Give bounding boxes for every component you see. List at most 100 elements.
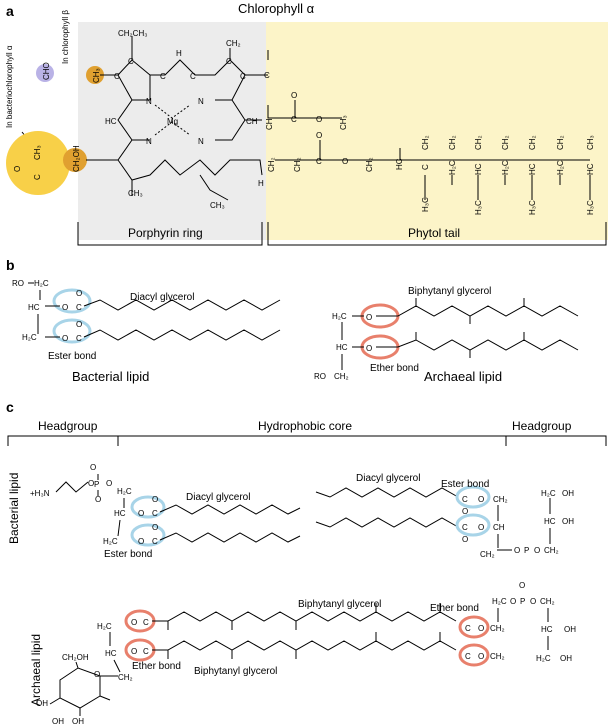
c-biphytanyl-label-2: Biphytanyl glycerol (194, 666, 277, 677)
phytol-ch2-6: CH₂ (474, 135, 483, 150)
phytol-h2c-3: H₂C (556, 160, 565, 175)
c-h2c-3: H₂C (541, 489, 556, 498)
ring-h-1: H (176, 49, 182, 58)
bacteriochlorophyll-label: In bacteriochlorophyll α (5, 45, 14, 128)
c-arch-o-2: O (131, 647, 137, 656)
c-ch2-3: CH₂ (544, 546, 559, 555)
ring-ch3-2: CH₃ (210, 201, 225, 210)
porphyrin-label: Porphyrin ring (128, 226, 203, 240)
ring-n-1: N (146, 97, 152, 106)
c-sugar-oh-3: OH (52, 717, 64, 726)
b-o-1b: O (76, 289, 82, 298)
c-arch-p: P (520, 597, 525, 606)
ring-h-2: H (258, 179, 264, 188)
c-c-3: C (462, 495, 468, 504)
phytol-ch2-5: CH₂ (448, 135, 457, 150)
c-arch-h2c-p: H₂C (492, 597, 507, 606)
b-arch-hc: HC (336, 343, 348, 352)
b-h2c-bottom: H₂C (22, 333, 37, 342)
c-o-3: O (138, 509, 144, 518)
c-ester-highlight-4 (455, 513, 491, 537)
c-arch-ch2-1: CH₂ (118, 673, 133, 682)
c-c-2: C (152, 537, 158, 546)
phytol-c-1: C (421, 164, 430, 170)
c-arch-o-6: O (530, 597, 536, 606)
bchl-acetyl-highlight (6, 131, 70, 195)
c-o-5: O (138, 537, 144, 546)
phytol-ch2-3: CH₂ (365, 157, 374, 172)
c-archaeal: H₂C HC CH₂ O C O C C O C O CH₂ CH₂ Biphy… (36, 581, 576, 726)
c-arch-c-4: C (465, 652, 471, 661)
c-o-p1-bottom: O (95, 495, 101, 504)
c-diacyl-label-1: Diacyl glycerol (186, 492, 250, 503)
phytol-chain: CH₂ CH₂ C O O CH₂ HC C CH₂ H₂C CH₂ HC CH… (267, 131, 595, 215)
c-hc-2: HC (544, 517, 556, 526)
c-ch2-2: CH₂ (480, 550, 495, 559)
phytol-o: O (342, 157, 348, 166)
c-ether-label-2: Ether bond (430, 603, 479, 614)
porphyrin-skeleton (86, 36, 269, 201)
c-ch2-1: CH₂ (493, 495, 508, 504)
c-arch-o-4: O (478, 652, 484, 661)
c-arch-o-3: O (478, 624, 484, 633)
phytol-h2c-2: H₂C (501, 160, 510, 175)
ring-c-2: C (128, 57, 134, 66)
c-ester-highlight-3 (455, 485, 491, 509)
archaeal-lipid-b: H₂C HC RO CH₂ O O Biphytanyl glycerol Et… (314, 286, 579, 384)
phytol-ch2-1: CH₂ (267, 157, 276, 172)
b-c-2: C (76, 334, 82, 343)
b-o-1: O (62, 303, 68, 312)
phytol-ch2-9: CH₂ (556, 135, 565, 150)
c-headgroup-right-bracket (505, 435, 607, 446)
c-sugar-oh-2: OH (72, 717, 84, 726)
c-o-11: O (514, 546, 520, 555)
ring-n-2: N (198, 97, 204, 106)
b-o-2b: O (76, 320, 82, 329)
phytol-label: Phytol tail (408, 226, 460, 240)
c-arch-hc-1: HC (105, 649, 117, 658)
ethyl-group: CH₂CH₃ (118, 29, 147, 38)
b-arch-o-1: O (366, 313, 372, 322)
cho-label: CHO (42, 62, 51, 80)
c-o-1: O (88, 479, 94, 488)
ch3-highlight (86, 66, 104, 84)
c-h3n: +H₃N (30, 489, 50, 498)
b-hc: HC (28, 303, 40, 312)
c-arch-o-p-top: O (519, 581, 525, 590)
mg-atom: Mg (167, 117, 178, 126)
c-ch-1: CH (493, 523, 505, 532)
chlorophyll-title: Chlorophyll α (238, 1, 315, 16)
ester-ch: CH (265, 118, 274, 130)
b-arch-o-2: O (366, 344, 372, 353)
b-ro: RO (12, 279, 24, 288)
phytol-ch3-top: CH₃ (586, 135, 595, 150)
c-o-6: O (152, 523, 158, 532)
acetyl-o: O (13, 166, 22, 172)
c-arch-hc-2: HC (541, 625, 553, 634)
ring-c-5: C (226, 57, 232, 66)
c-arch-c-1: C (143, 618, 149, 627)
c-ester-label-1: Ester bond (104, 549, 152, 560)
c-oh-2: OH (562, 517, 574, 526)
phytol-c: C (316, 157, 322, 166)
c-o-4: O (152, 495, 158, 504)
orange-ch3: CH₃ (92, 68, 101, 83)
c-arch-ch2-4: CH₂ (540, 597, 555, 606)
c-bacterial-left: +H₃N O P O O O H₂C HC H₂C O C O O C O Di… (30, 463, 301, 560)
panel-a-letter: a (6, 3, 14, 19)
phytol-hc-3: HC (528, 163, 537, 175)
c-arch-ch2-3: CH₂ (490, 652, 505, 661)
acetyl-ch3: CH₃ (33, 145, 42, 160)
c-ester-label-2: Ester bond (441, 479, 489, 490)
c-ester-highlight-1 (130, 495, 166, 519)
porphyrin-background (78, 22, 266, 240)
c-oh-1: OH (562, 489, 574, 498)
ring-c-1: C (114, 72, 120, 81)
c-headgroup-left: Headgroup (38, 419, 98, 433)
panel-a: a Chlorophyll α In chlorophyll β In bact… (5, 1, 608, 246)
ester-o-top: O (291, 91, 297, 100)
phytol-hc-2: HC (474, 163, 483, 175)
b-bacterial-label: Bacterial lipid (72, 369, 149, 384)
c-arch-oh-2: OH (560, 654, 572, 663)
c-h2c-2: H₂C (103, 537, 118, 546)
